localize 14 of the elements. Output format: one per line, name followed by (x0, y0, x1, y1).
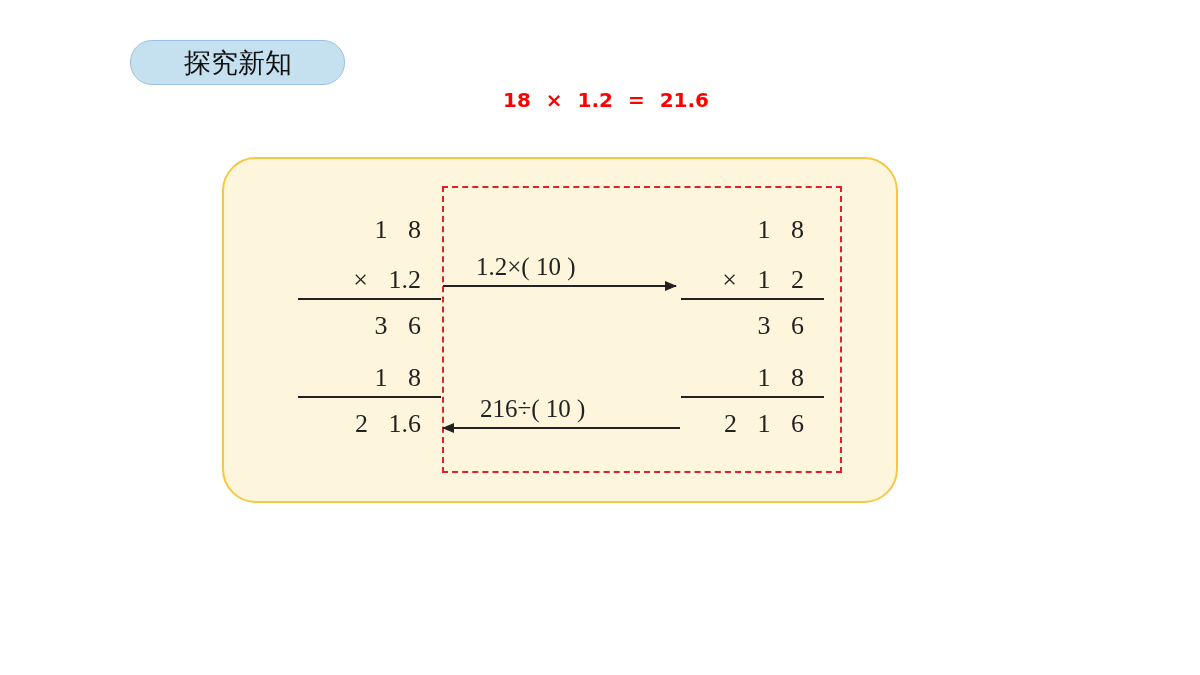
equation-text: 18 × 1.2 = 21.6 (503, 88, 709, 112)
calculation-row: 1 8 (681, 358, 824, 398)
calculation-row-text: 1 8 (756, 214, 805, 246)
calculation-row: 1 8 (298, 358, 441, 398)
calculation-row-text: 1 8 (373, 214, 422, 246)
arrow (442, 423, 681, 433)
calculation-row-text: 2 1.6 (354, 408, 422, 440)
calculation-row-text: 2 1 6 (723, 408, 805, 440)
calculation-row: × 1.2 (298, 260, 441, 300)
calculation-row-text: 3 6 (373, 310, 422, 342)
calculation-row-text: 3 6 (756, 310, 805, 342)
calculation-row: × 1 2 (681, 260, 824, 300)
arrow (442, 281, 677, 291)
heading-pill: 探究新知 (130, 40, 345, 85)
